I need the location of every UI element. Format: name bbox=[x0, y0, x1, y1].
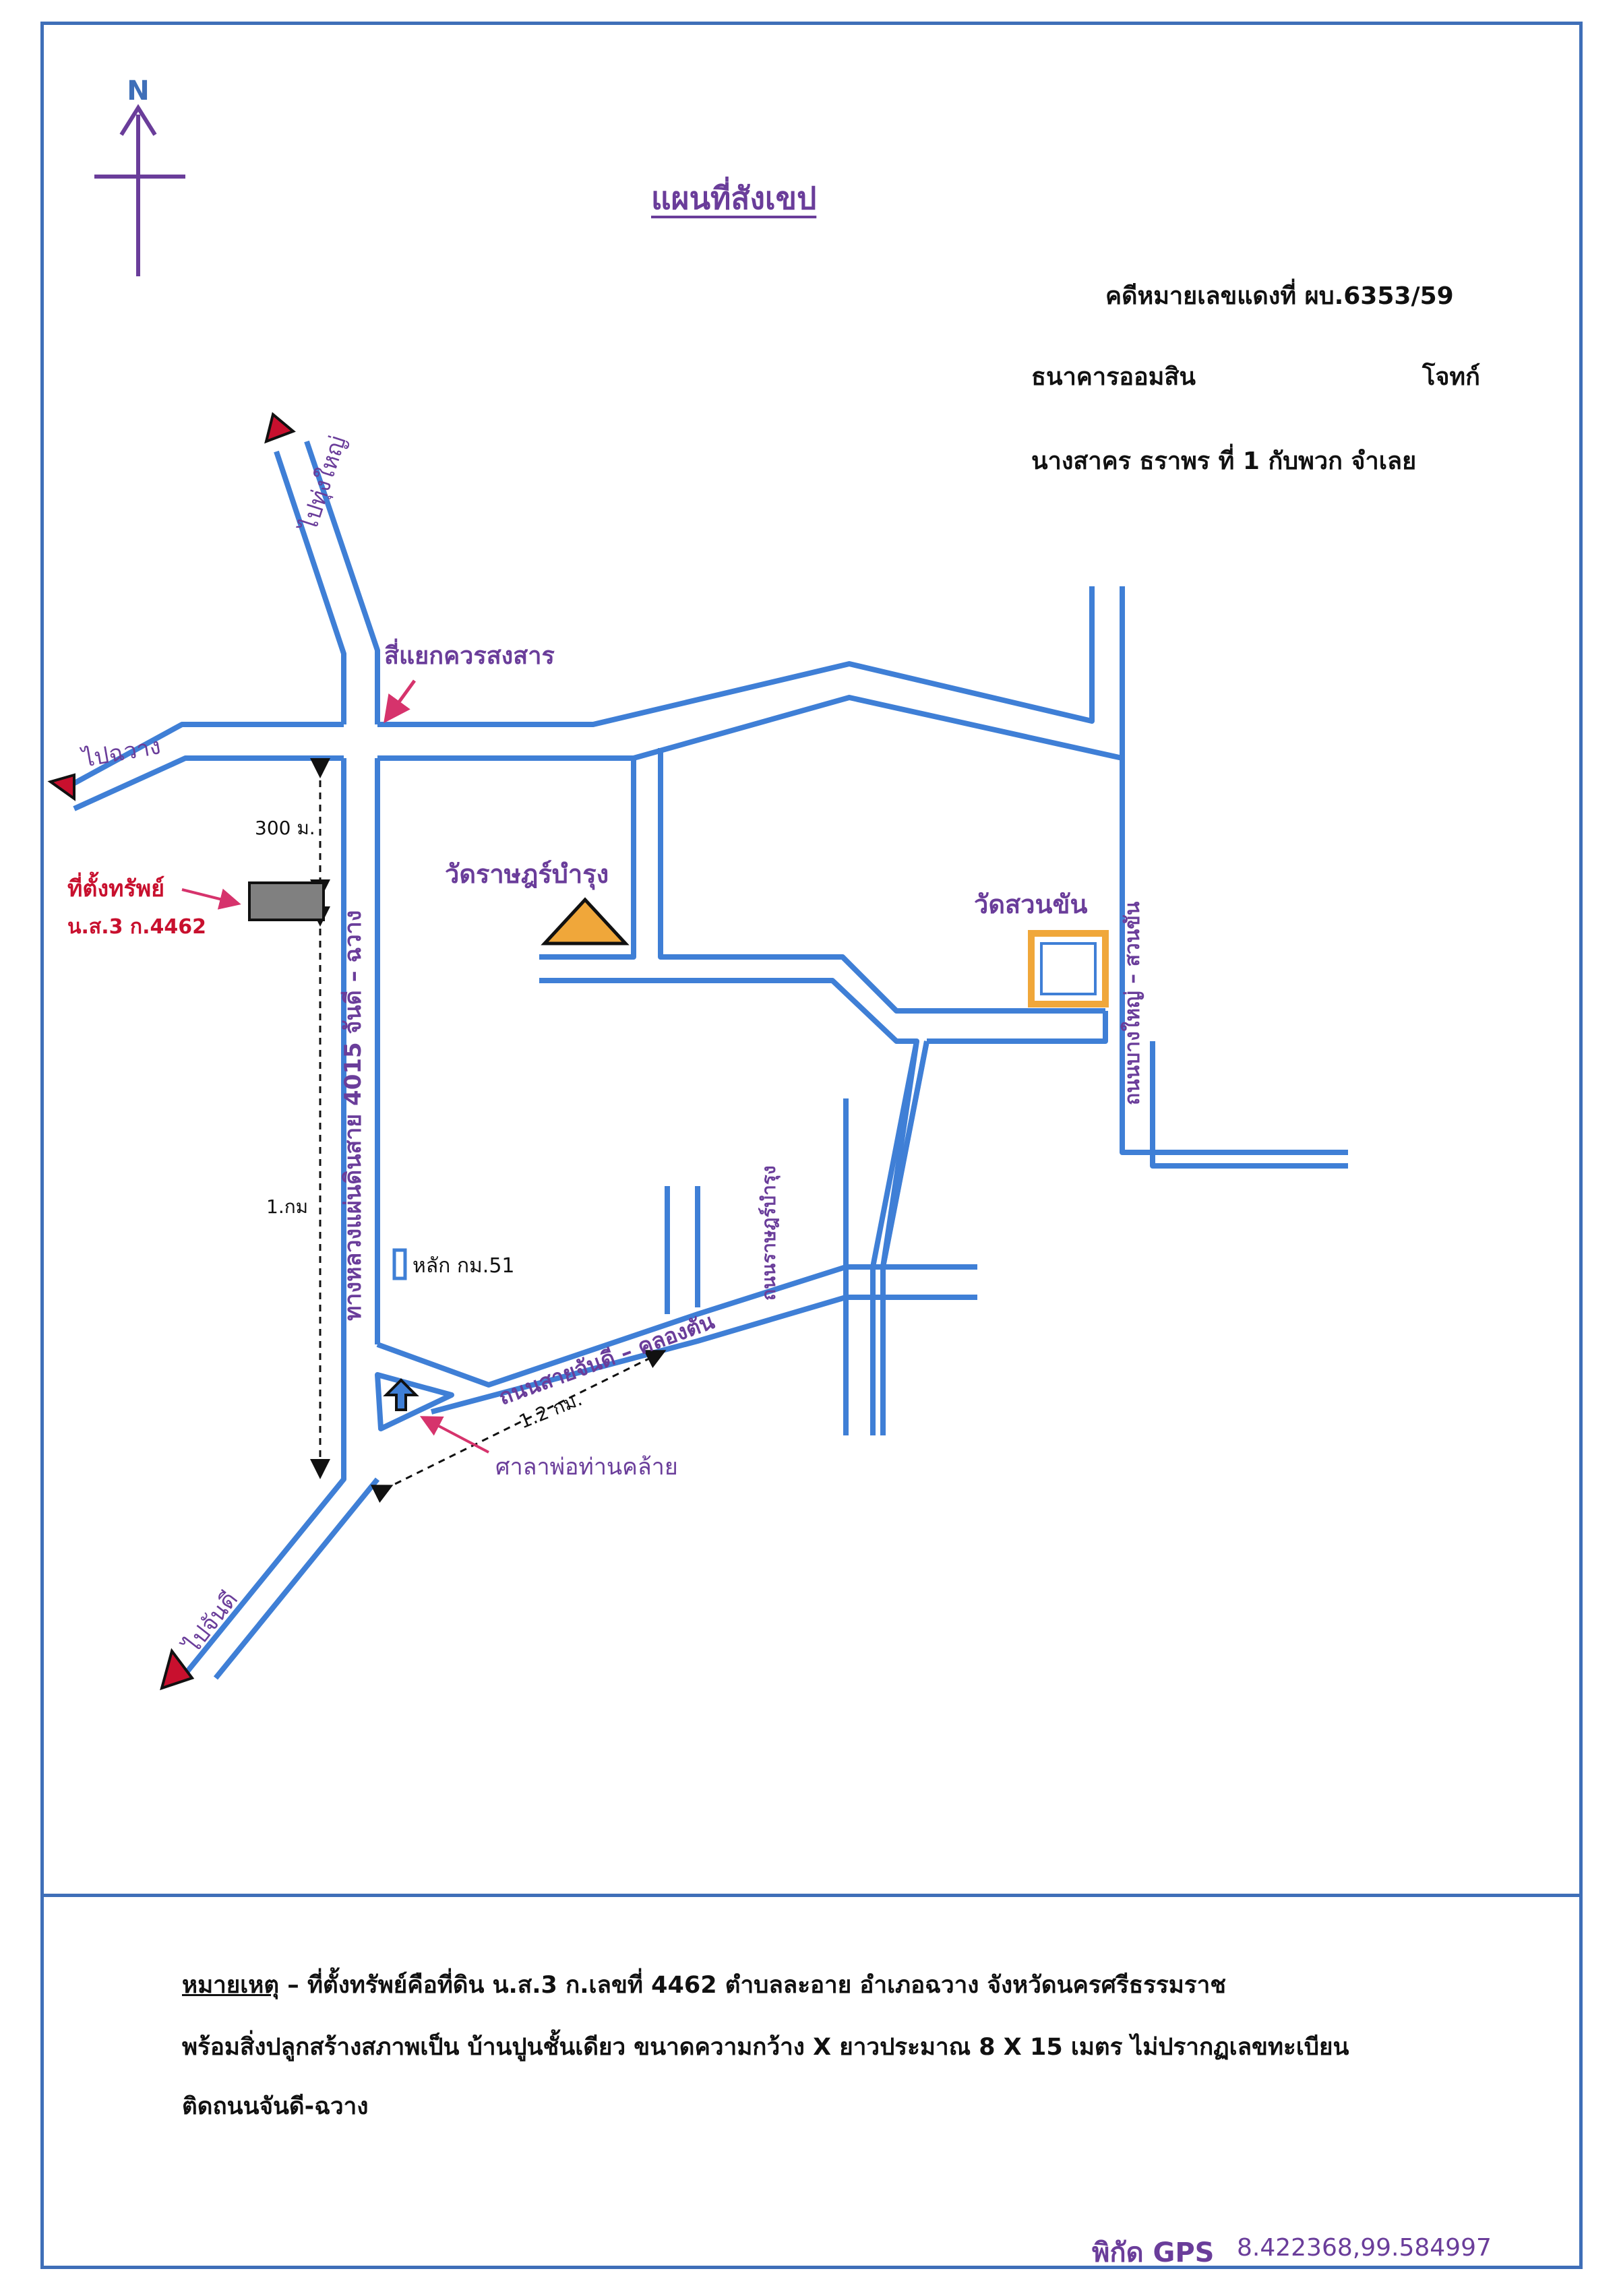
plaintiff-name: ธนาคารออมสิน bbox=[1031, 363, 1196, 391]
compass-icon: N bbox=[94, 75, 185, 276]
label-to-thung-yai: ไปทุ่งใหญ่ bbox=[295, 433, 352, 536]
inner-road-edge-b bbox=[927, 1011, 1108, 1044]
note-label: หมายเหตุ bbox=[182, 1972, 280, 1999]
label-to-chandi: ไปจันดี bbox=[178, 1586, 243, 1660]
east-vertical-edge-a bbox=[1150, 1041, 1348, 1169]
intersection-pointer bbox=[384, 679, 417, 724]
road-network bbox=[69, 440, 1348, 1680]
direction-arrow-north bbox=[264, 412, 296, 444]
southwest-road-east-edge bbox=[213, 1477, 380, 1680]
property-label: ที่ตั้งทรัพย์ bbox=[67, 871, 164, 902]
km-post-label: หลัก กม.51 bbox=[413, 1254, 515, 1278]
highway-west-edge bbox=[179, 758, 346, 1680]
distance-1km: 1.กม bbox=[266, 1196, 308, 1218]
plaintiff-role: โจทก์ bbox=[1422, 363, 1480, 391]
case-number: คดีหมายเลขแดงที่ ผบ.6353/59 bbox=[1105, 282, 1454, 310]
north-road-bottom-edge bbox=[377, 695, 1348, 1155]
gps-label: พิกัด GPS bbox=[1092, 2237, 1215, 2268]
note-line-3: ติดถนนจันดี-ฉวาง bbox=[182, 2093, 369, 2120]
shrine-icon bbox=[383, 1378, 419, 1411]
direction-arrow-west bbox=[47, 773, 75, 801]
gps-value: 8.422368,99.584997 bbox=[1237, 2234, 1492, 2262]
dimension-1-2km bbox=[370, 1350, 667, 1503]
arrow-west-icon bbox=[47, 773, 75, 801]
shrine-label: ศาลาพ่อท่านคล้าย bbox=[495, 1454, 678, 1481]
temple-2-inner bbox=[1040, 942, 1097, 995]
west-road-top-edge bbox=[69, 722, 344, 788]
property-marker bbox=[248, 881, 325, 921]
distance-300m: 300 ม. bbox=[255, 817, 315, 839]
km-post-icon bbox=[392, 1248, 407, 1280]
note-line-2: พร้อมสิ่งปลูกสร้างสภาพเป็น บ้านปูนชั้นเด… bbox=[182, 2034, 1349, 2061]
arrow-north-icon bbox=[264, 412, 296, 444]
highway-label: ทางหลวงแผ่นดินสาย 4015 จันดี – ฉวาง bbox=[340, 910, 367, 1321]
compass-letter: N bbox=[127, 75, 149, 106]
property-pointer bbox=[181, 888, 241, 910]
road-small-label: ถนนราษฎร์บำรุง bbox=[758, 1166, 781, 1301]
shrine-triangle bbox=[375, 1372, 454, 1431]
intersection-label: สี่แยกควรสงสาร bbox=[384, 638, 555, 670]
direction-arrow-southwest bbox=[160, 1648, 195, 1691]
north-road-top-edge bbox=[377, 586, 1095, 727]
arrow-southwest-icon bbox=[160, 1648, 195, 1691]
page-frame bbox=[40, 22, 1583, 2269]
road-north-west-edge bbox=[274, 450, 346, 724]
note-line-1-text: – ที่ตั้งทรัพย์คือที่ดิน น.ส.3 ก.เลขที่ … bbox=[279, 1972, 1226, 1999]
inner-road-edge-a bbox=[539, 978, 919, 1268]
defendant-line: นางสาคร ธราพร ที่ 1 กับพวก จำเลย bbox=[1031, 447, 1417, 475]
block-1-edge bbox=[539, 758, 636, 960]
block-2-edge bbox=[658, 748, 1105, 1014]
property-deed: น.ส.3 ก.4462 bbox=[67, 915, 206, 939]
temple-1-icon bbox=[541, 897, 630, 945]
temple-1-label: วัดราษฎร์บำรุง bbox=[445, 859, 609, 890]
temple-2-label: วัดสวนขัน bbox=[974, 890, 1088, 919]
shrine-pointer bbox=[419, 1416, 489, 1454]
road-south-label: ถนนสายจันดี – คลองตัน bbox=[495, 1308, 718, 1410]
notes-divider bbox=[40, 1894, 1583, 1897]
west-road-bottom-edge bbox=[73, 755, 344, 811]
label-to-chawang: ไปฉวาง bbox=[79, 733, 163, 773]
map-title: แผนที่สังเขป bbox=[651, 180, 817, 216]
note-line-1: หมายเหตุ – ที่ตั้งทรัพย์คือที่ดิน น.ส.3 … bbox=[182, 1966, 1226, 2004]
temple-2-icon bbox=[1028, 930, 1109, 1007]
road-east-label: ถนนบางใหญ่ – สวนขัน bbox=[1120, 901, 1144, 1105]
road-north-east-edge bbox=[304, 440, 380, 724]
